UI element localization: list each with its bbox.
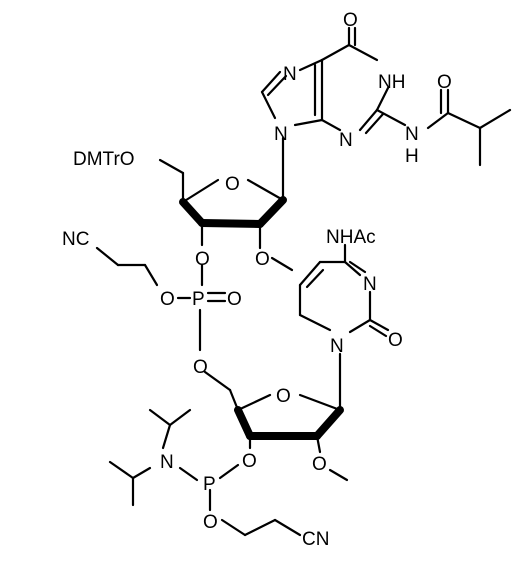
atom-amide-h-guanine: H — [405, 146, 419, 167]
atom-n3-guanine: N — [339, 130, 353, 151]
atom-nh-guanine: NH — [378, 72, 405, 93]
atom-o-methoxy-top: O — [255, 249, 270, 270]
atom-o-carbonyl-guanine: O — [343, 10, 358, 31]
atom-n7-guanine: N — [283, 64, 297, 85]
atom-o-cytosine: O — [388, 330, 403, 351]
atom-o5-bottom: O — [193, 357, 208, 378]
atom-nhac: NHAc — [326, 227, 376, 248]
atom-p-bottom: P — [203, 474, 216, 495]
atom-cn-bottom: CN — [302, 529, 329, 550]
atom-o-ring-lower: O — [276, 386, 291, 407]
atom-n9-guanine: N — [274, 124, 288, 145]
atom-labels: O NH N N N N H O DMTrO O NC O O NHAc N N… — [62, 10, 452, 550]
atom-n-amine: N — [160, 452, 174, 473]
atom-n1-cytosine: N — [330, 336, 344, 357]
bond-lines — [95, 26, 512, 537]
atom-o-p-chain: O — [203, 512, 218, 533]
atom-o-ring-upper: O — [225, 174, 240, 195]
atom-dmtr-o: DMTrO — [73, 149, 135, 170]
atom-p-center: P — [192, 289, 205, 310]
atom-p-double-o: O — [227, 289, 242, 310]
atom-amide-n-guanine: N — [405, 124, 419, 145]
atom-o-methoxy-bottom: O — [312, 454, 327, 475]
atom-n3-cytosine: N — [363, 274, 377, 295]
atom-o-p-link: O — [160, 289, 175, 310]
atom-o3-bottom: O — [242, 451, 257, 472]
atom-nc-top: NC — [62, 229, 89, 250]
atom-o-isobutyryl: O — [437, 72, 452, 93]
atom-o3-top: O — [195, 249, 210, 270]
